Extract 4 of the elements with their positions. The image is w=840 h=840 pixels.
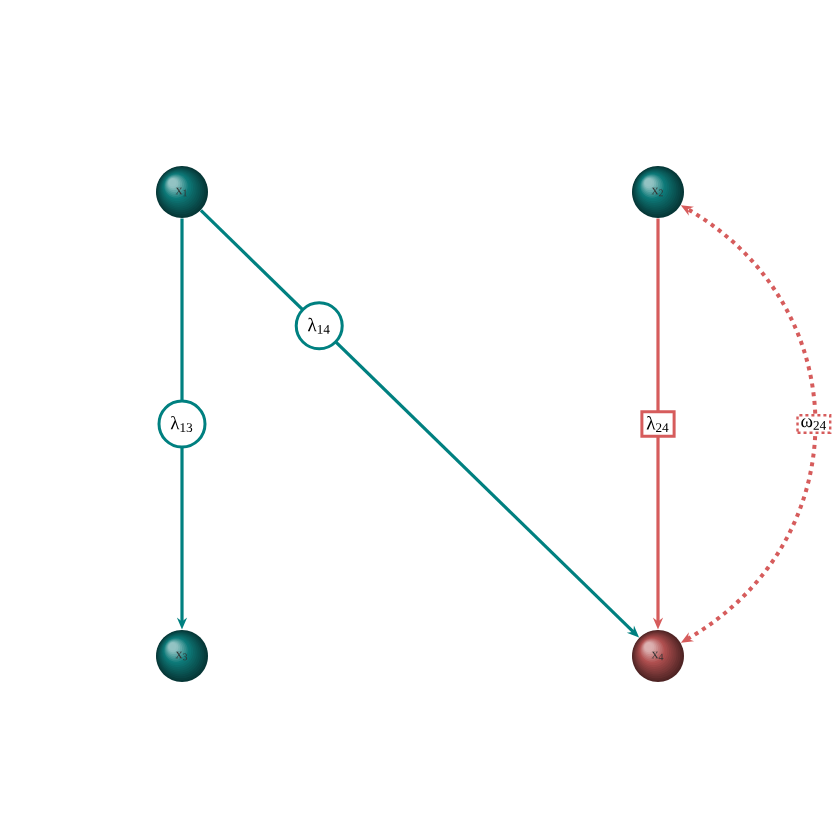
edge-label: λ$_{14}$ — [294, 301, 344, 351]
edge-label: λ$_{13}$ — [157, 399, 207, 449]
edge-label: ω$_{24}$ — [796, 414, 832, 434]
edge-label: λ$_{24}$ — [640, 410, 676, 438]
